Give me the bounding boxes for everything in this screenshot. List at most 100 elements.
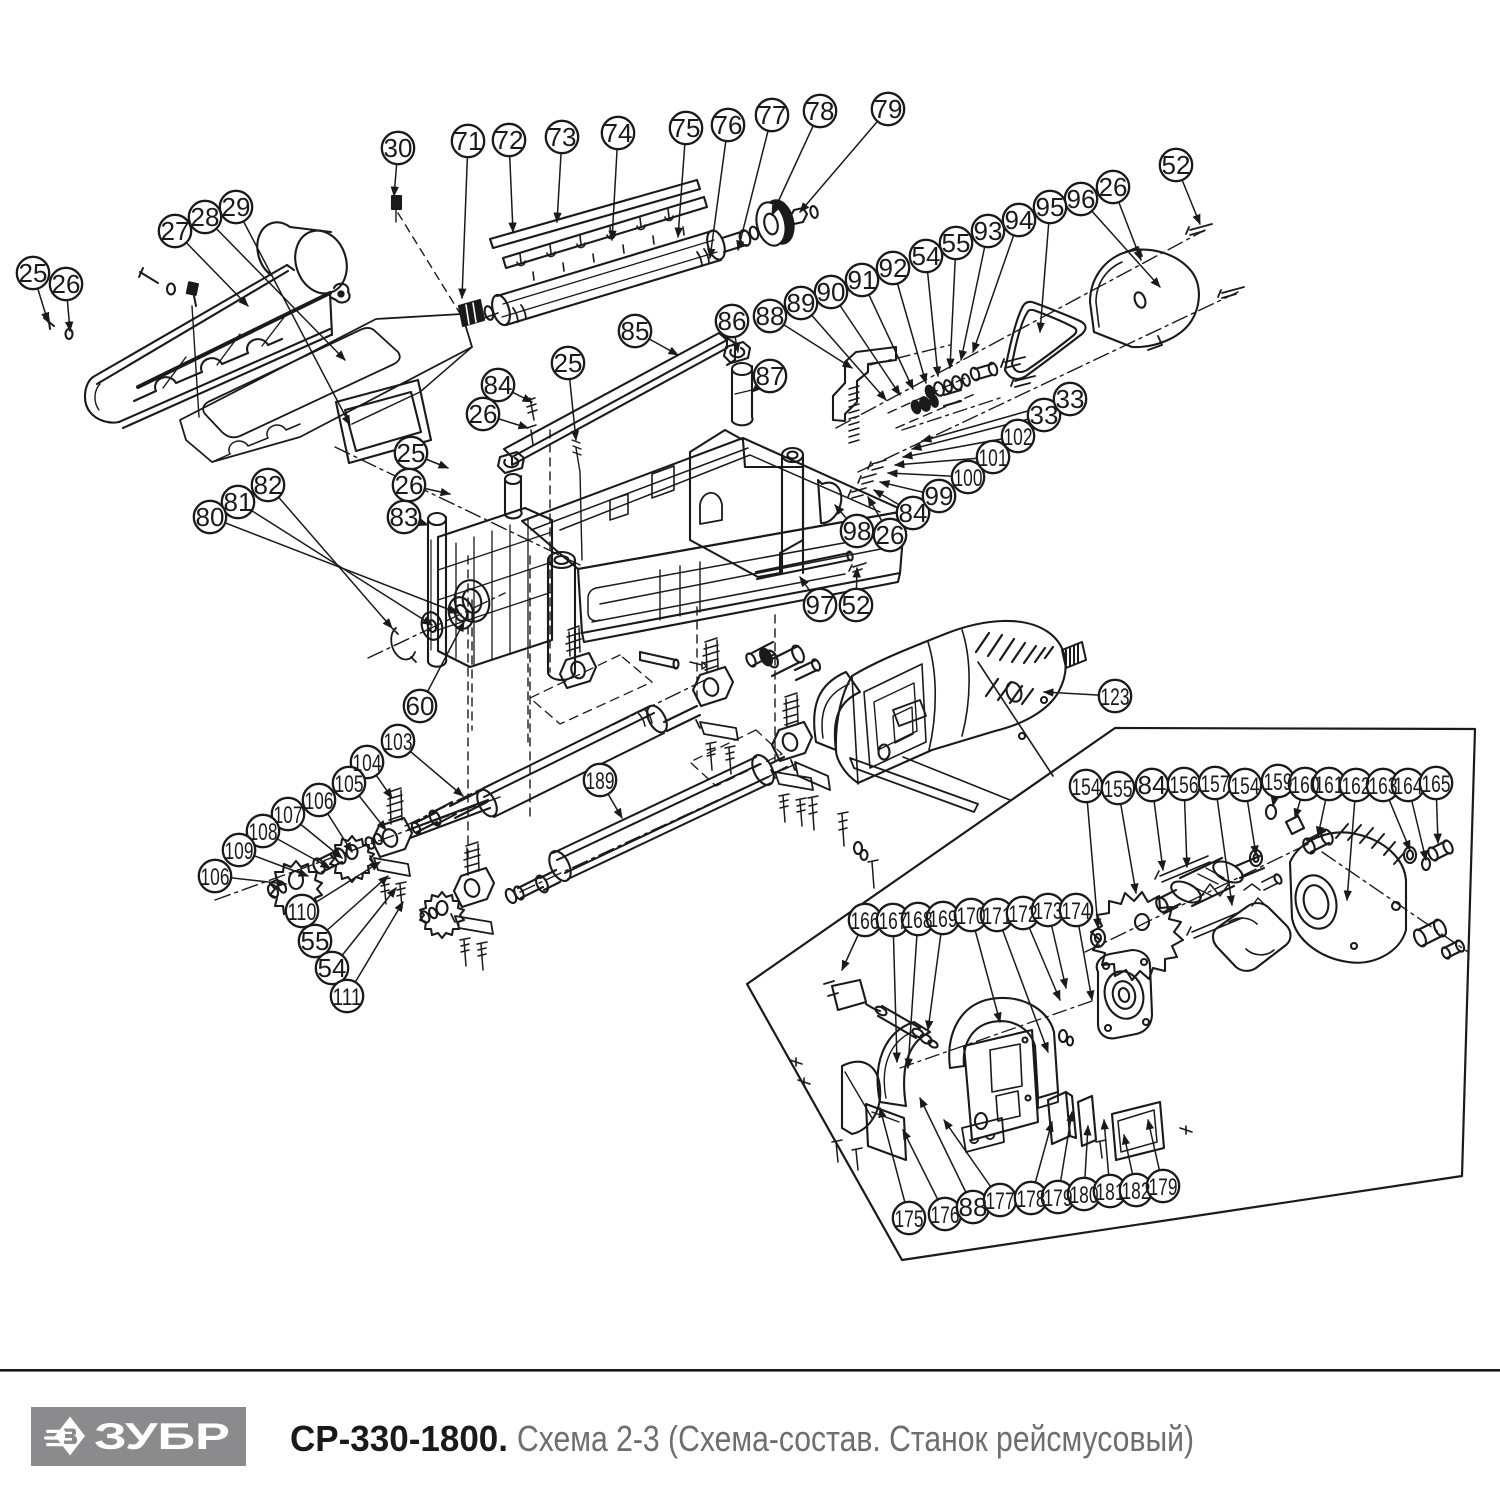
svg-text:106: 106 (305, 788, 334, 815)
svg-text:33: 33 (1056, 384, 1085, 414)
svg-text:98: 98 (843, 516, 872, 546)
svg-text:172: 172 (1009, 901, 1038, 928)
svg-text:154: 154 (1072, 774, 1101, 801)
svg-text:178: 178 (1017, 1186, 1046, 1213)
svg-text:161: 161 (1315, 772, 1344, 799)
svg-text:55: 55 (942, 228, 971, 258)
svg-text:89: 89 (787, 288, 816, 318)
svg-text:171: 171 (983, 903, 1012, 930)
svg-text:174: 174 (1062, 898, 1091, 925)
svg-text:123: 123 (1101, 684, 1130, 711)
svg-text:99: 99 (925, 481, 954, 511)
svg-text:166: 166 (851, 908, 880, 935)
svg-text:25: 25 (19, 258, 48, 288)
svg-text:104: 104 (353, 750, 382, 777)
svg-text:29: 29 (222, 192, 251, 222)
svg-text:26: 26 (52, 269, 81, 299)
svg-text:157: 157 (1201, 771, 1230, 798)
svg-text:76: 76 (714, 110, 743, 140)
svg-text:159: 159 (1264, 769, 1293, 796)
svg-text:170: 170 (957, 903, 986, 930)
svg-text:173: 173 (1034, 898, 1063, 925)
svg-text:83: 83 (390, 502, 419, 532)
svg-text:105: 105 (335, 771, 364, 798)
svg-text:86: 86 (718, 306, 747, 336)
svg-text:30: 30 (384, 133, 413, 163)
svg-text:71: 71 (454, 126, 483, 156)
svg-text:87: 87 (756, 361, 785, 391)
svg-text:111: 111 (333, 984, 362, 1011)
svg-text:60: 60 (406, 691, 435, 721)
svg-text:79: 79 (874, 94, 903, 124)
svg-text:175: 175 (895, 1206, 924, 1233)
svg-text:28: 28 (191, 202, 220, 232)
svg-text:103: 103 (384, 729, 413, 756)
svg-text:96: 96 (1067, 184, 1096, 214)
svg-text:155: 155 (1104, 776, 1133, 803)
svg-text:54: 54 (318, 953, 347, 983)
svg-text:189: 189 (586, 768, 615, 795)
svg-text:73: 73 (548, 122, 577, 152)
svg-text:169: 169 (929, 906, 958, 933)
svg-text:165: 165 (1422, 771, 1451, 798)
svg-text:СР-330-1800.: СР-330-1800. (290, 1418, 508, 1459)
svg-text:25: 25 (397, 438, 426, 468)
svg-text:95: 95 (1036, 192, 1065, 222)
svg-text:182: 182 (1122, 1178, 1151, 1205)
svg-text:78: 78 (806, 96, 835, 126)
svg-text:27: 27 (161, 216, 190, 246)
svg-text:33: 33 (1030, 400, 1059, 430)
svg-text:100: 100 (954, 465, 983, 492)
svg-text:81: 81 (224, 487, 253, 517)
svg-text:179: 179 (1044, 1185, 1073, 1212)
svg-text:88: 88 (756, 301, 785, 331)
svg-text:179: 179 (1149, 1174, 1178, 1201)
svg-text:92: 92 (879, 253, 908, 283)
svg-text:84: 84 (899, 498, 928, 528)
svg-text:74: 74 (604, 118, 633, 148)
svg-text:168: 168 (904, 907, 933, 934)
svg-text:109: 109 (225, 838, 254, 865)
svg-text:77: 77 (758, 100, 787, 130)
svg-text:85: 85 (621, 316, 650, 346)
svg-text:154: 154 (1231, 773, 1260, 800)
svg-text:167: 167 (879, 908, 908, 935)
svg-text:176: 176 (931, 1202, 960, 1229)
svg-text:91: 91 (848, 265, 877, 295)
svg-text:108: 108 (249, 819, 278, 846)
svg-text:106: 106 (201, 864, 230, 891)
svg-text:102: 102 (1004, 424, 1033, 451)
svg-text:181: 181 (1096, 1179, 1125, 1206)
svg-text:52: 52 (842, 590, 871, 620)
svg-text:Схема 2-3 (Схема-состав. Стано: Схема 2-3 (Схема-состав. Станок рейсмусо… (517, 1418, 1194, 1459)
svg-text:26: 26 (1099, 172, 1128, 202)
svg-text:110: 110 (288, 899, 317, 926)
svg-text:163: 163 (1369, 773, 1398, 800)
svg-text:101: 101 (979, 445, 1008, 472)
svg-text:84: 84 (484, 370, 513, 400)
svg-text:ЗУБР: ЗУБР (94, 1415, 230, 1457)
svg-text:52: 52 (1162, 150, 1191, 180)
svg-text:84: 84 (1138, 770, 1167, 800)
svg-text:90: 90 (817, 277, 846, 307)
svg-text:162: 162 (1342, 773, 1371, 800)
svg-text:156: 156 (1170, 772, 1199, 799)
svg-text:107: 107 (274, 802, 303, 829)
svg-text:26: 26 (469, 399, 498, 429)
svg-text:180: 180 (1070, 1182, 1099, 1209)
svg-text:164: 164 (1394, 773, 1423, 800)
svg-text:160: 160 (1291, 772, 1320, 799)
svg-text:55: 55 (301, 926, 330, 956)
svg-text:25: 25 (554, 348, 583, 378)
svg-text:93: 93 (974, 216, 1003, 246)
svg-text:82: 82 (254, 470, 283, 500)
svg-text:80: 80 (196, 502, 225, 532)
svg-text:75: 75 (672, 113, 701, 143)
svg-text:72: 72 (495, 125, 524, 155)
svg-text:54: 54 (912, 241, 941, 271)
svg-text:177: 177 (986, 1188, 1015, 1215)
svg-text:26: 26 (876, 520, 905, 550)
svg-text:94: 94 (1005, 205, 1034, 235)
svg-text:26: 26 (395, 470, 424, 500)
svg-text:88: 88 (959, 1192, 988, 1222)
